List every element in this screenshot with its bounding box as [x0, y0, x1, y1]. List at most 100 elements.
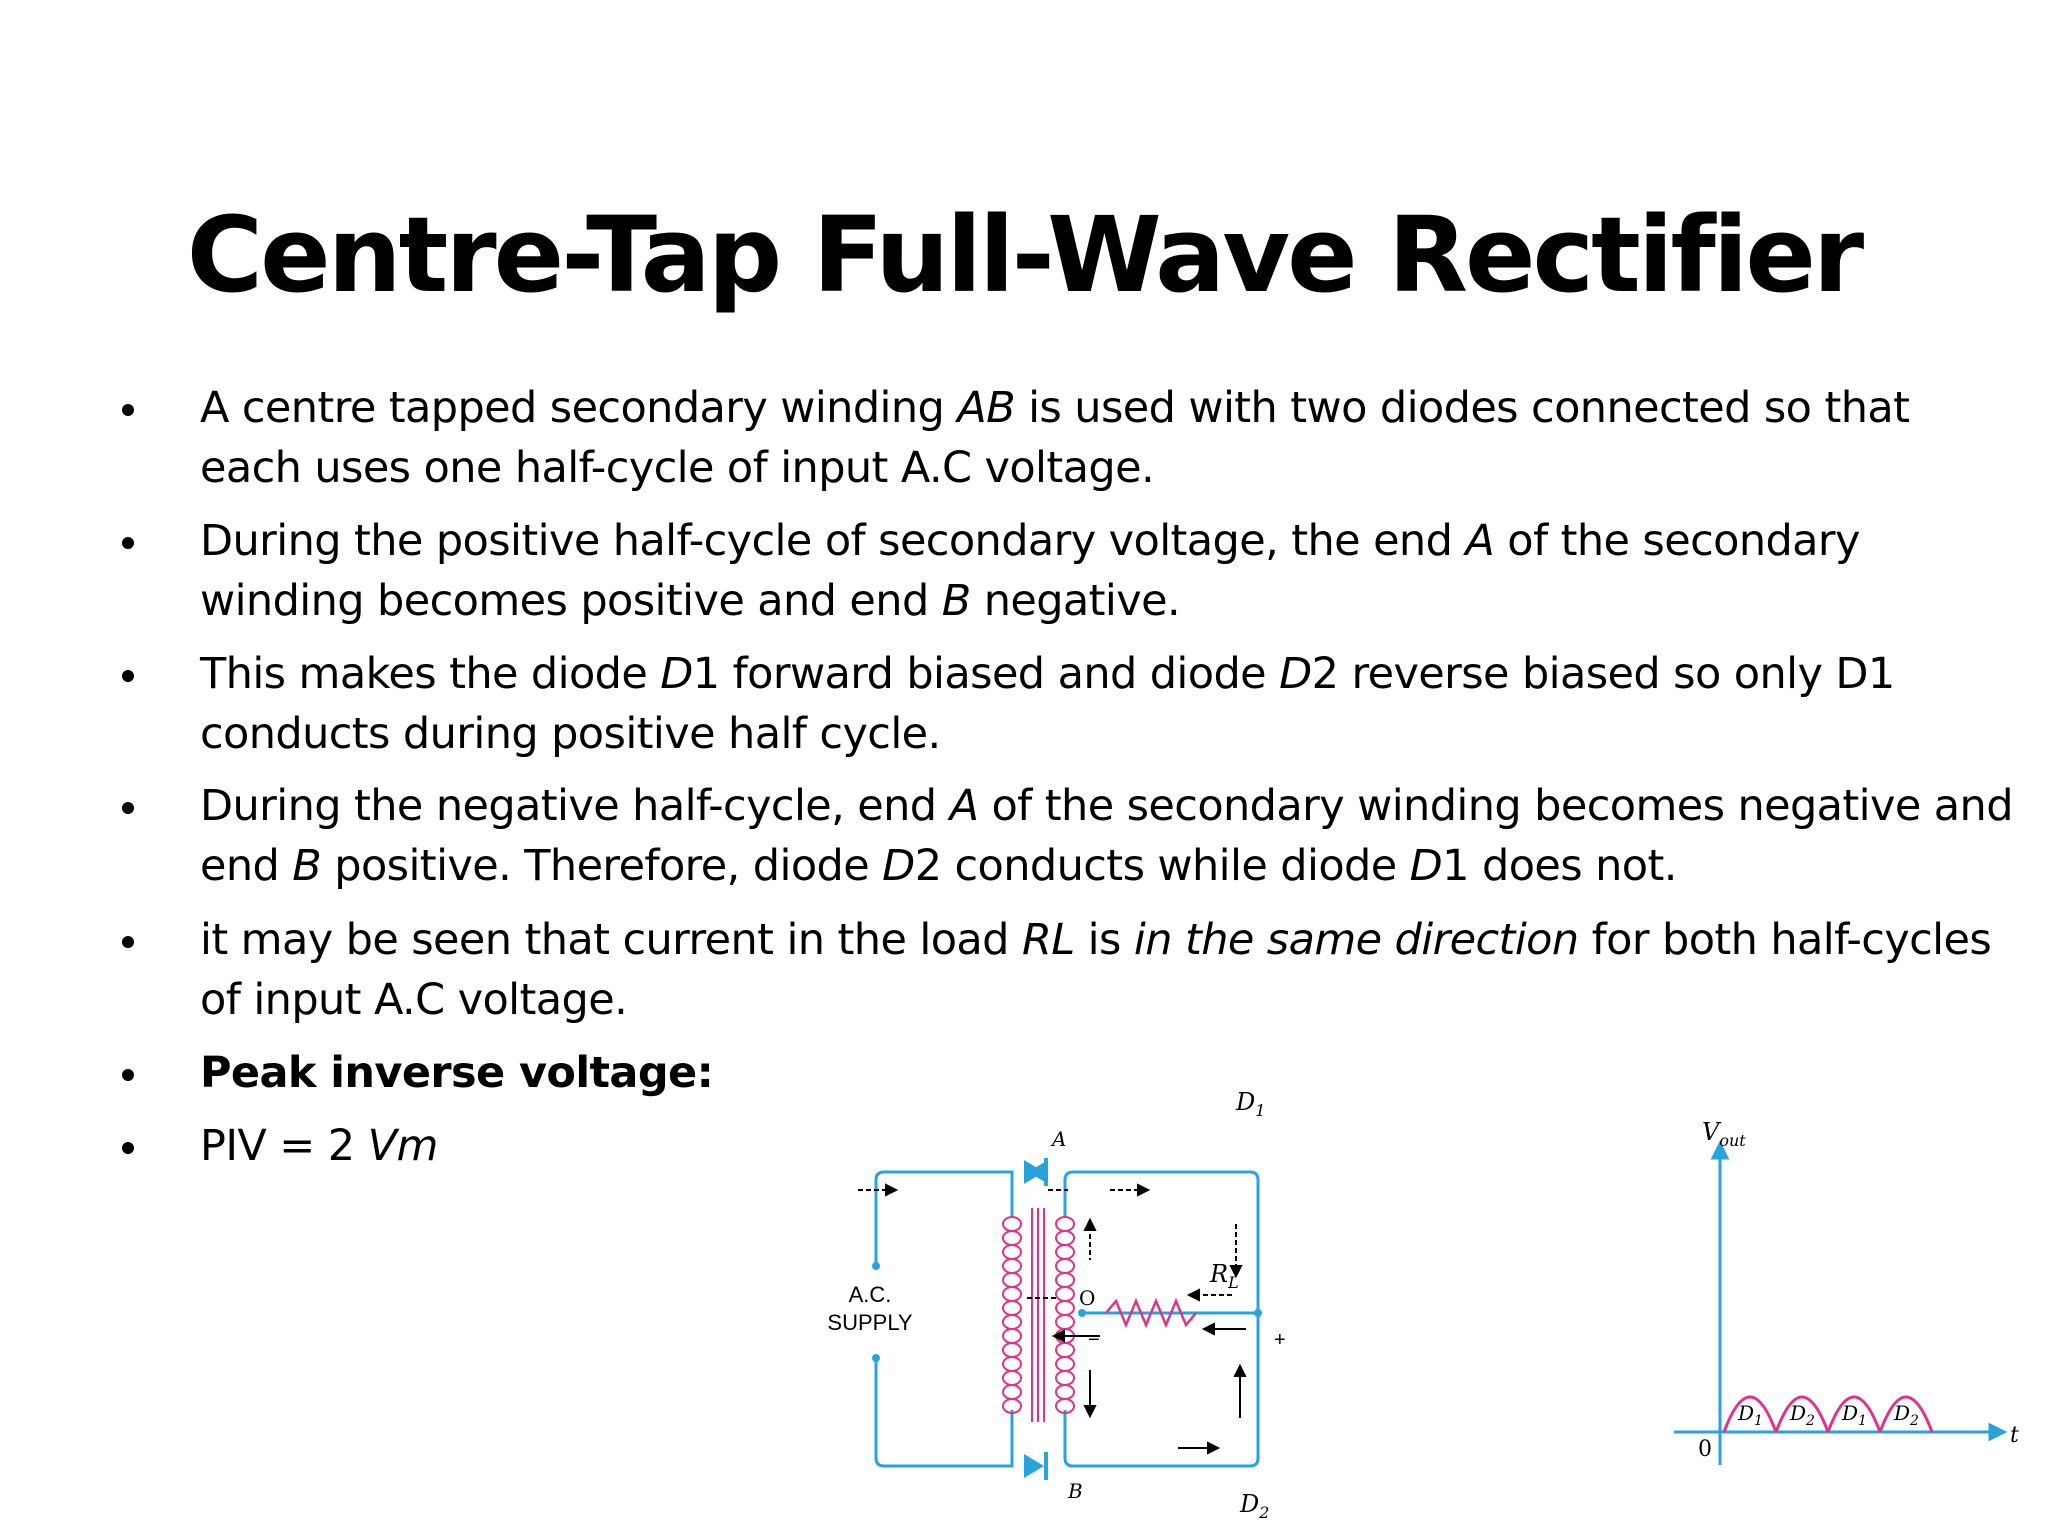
supply-label-line2: SUPPLY: [827, 1310, 913, 1335]
hump-label: D2: [1789, 1401, 1815, 1429]
load-resistor-rl: [1105, 1297, 1197, 1329]
hump-label: D1: [1841, 1401, 1867, 1429]
bullet-dot: [122, 802, 134, 814]
bullet-italic-run: A: [1465, 516, 1495, 566]
supply-terminal-bottom: [872, 1354, 880, 1362]
slide-title: Centre-Tap Full-Wave Rectifier: [186, 193, 1864, 316]
bullet-line-1: This makes the diode D1 forward biased a…: [200, 644, 2020, 704]
bullet-line-1: During the positive half-cycle of second…: [200, 511, 2020, 571]
bullet-italic-run: B: [292, 841, 322, 891]
node-b-label: B: [1067, 1479, 1083, 1503]
diode-d2-symbol: [1024, 1454, 1044, 1478]
bullet-italic-run: D: [1409, 841, 1443, 891]
bullet-text-run: of input A.C voltage.: [200, 975, 628, 1025]
transformer-secondary-winding: [1055, 1216, 1075, 1414]
rectified-humps: [1722, 1395, 1934, 1433]
diode2-letter: D: [1239, 1490, 1259, 1518]
bullet-italic-run: A: [949, 781, 979, 831]
hump-label-letter: D: [1737, 1401, 1754, 1425]
bullet-text-run: A centre tapped secondary winding: [200, 383, 958, 433]
bullet-text-run: is used with two diodes connected so tha…: [1015, 383, 1910, 433]
bullet-italic-run: D: [882, 841, 915, 891]
resistor-subscript: L: [1227, 1273, 1239, 1292]
transformer-primary-winding: [1002, 1216, 1022, 1414]
graph-y-axis-label: Vout: [1702, 1120, 1746, 1150]
hump-label: D2: [1893, 1401, 1919, 1429]
resistor-minus-sign: −: [1088, 1329, 1100, 1351]
bullet-italic-run: RL: [1021, 915, 1075, 965]
bullet-text-run: end: [200, 841, 293, 891]
circuit-wires: [874, 1170, 1260, 1468]
diode1-subscript: 1: [1255, 1101, 1265, 1120]
diode1-label: D1: [1235, 1088, 1265, 1120]
hump-label-letter: D: [1893, 1401, 1910, 1425]
center-tap-label: O: [1079, 1286, 1095, 1310]
bullet-text-run: 2 conducts while diode: [914, 841, 1410, 891]
bullet-text-run: of the secondary: [1494, 516, 1860, 566]
hump-label-subscript: 2: [1805, 1413, 1815, 1429]
node-a-label: A: [1050, 1127, 1066, 1151]
bullet-dot: [122, 537, 134, 549]
bullet-dot: [122, 936, 134, 948]
bullet-text-run: it may be seen that current in the load: [200, 915, 1022, 965]
graph-origin-label: 0: [1698, 1437, 1712, 1462]
bullet-dot: [122, 1142, 134, 1154]
bullet-text-run: During the negative half-cycle, end: [200, 781, 950, 831]
resistor-label: RL: [1209, 1260, 1239, 1292]
hump-label: D1: [1737, 1401, 1763, 1429]
bullet-line-1: it may be seen that current in the load …: [200, 910, 2020, 970]
bullet-text-run: winding becomes positive and end: [200, 576, 942, 626]
current-arrows: [858, 1183, 1247, 1455]
bullet-italic-run: D: [660, 649, 693, 699]
circuit-diagram: A.C. SUPPLY A B O D1 D2 RL − +: [827, 1088, 1286, 1522]
bullet-line-1: A centre tapped secondary winding AB is …: [200, 378, 2020, 438]
diode-d1-symbol: [1024, 1160, 1048, 1184]
graph-x-axis-label: t: [2010, 1423, 2019, 1448]
resistor-plus-sign: +: [1274, 1329, 1286, 1351]
bullet-text-run: PIV = 2: [200, 1121, 368, 1171]
bullet-line-1: During the negative half-cycle, end A of…: [200, 776, 2020, 836]
diode2-subscript: 2: [1258, 1503, 1269, 1522]
bullet-text-run: During the positive half-cycle of second…: [200, 516, 1466, 566]
hump-label-subscript: 1: [1754, 1413, 1763, 1429]
bullet-italic-run: D: [1279, 649, 1312, 699]
bullet-text-run: negative.: [970, 576, 1181, 626]
bullet-line-2: each uses one half-cycle of input A.C vo…: [200, 438, 2020, 498]
diode2-label: D2: [1239, 1490, 1269, 1522]
bullet-text-run: positive. Therefore, diode: [321, 841, 883, 891]
bullet-text-run: for both half-cycles: [1578, 915, 1992, 965]
bullet-line-2: end B positive. Therefore, diode D2 cond…: [200, 836, 2020, 896]
transformer-core: [1031, 1208, 1045, 1422]
hump-label-subscript: 2: [1909, 1413, 1919, 1429]
bullet-text-run: 1 forward biased and diode: [692, 649, 1280, 699]
resistor-letter: R: [1209, 1260, 1228, 1288]
bullet-text-run: is: [1074, 915, 1134, 965]
bullet-italic-run: Vm: [367, 1121, 439, 1171]
bullet-italic-run: B: [941, 576, 972, 626]
graph-y-axis-subscript: out: [1719, 1131, 1746, 1150]
bullet-text-run: 2 reverse biased so only D1: [1311, 649, 1896, 699]
bullet-text-run: of the secondary winding becomes negativ…: [978, 781, 2013, 831]
bullet-text-run: 1 does not.: [1442, 841, 1677, 891]
graph-axes: [1674, 1140, 2008, 1465]
bullet-dot: [122, 670, 134, 682]
diode1-letter: D: [1235, 1088, 1255, 1116]
bullet-text-run: each uses one half-cycle of input A.C vo…: [200, 443, 1155, 493]
bullet-italic-run: in the same direction: [1133, 915, 1579, 965]
bullet-text-run: conducts during positive half cycle.: [200, 709, 941, 759]
junction-dot-right: [1254, 1309, 1262, 1317]
supply-label-line1: A.C.: [849, 1282, 892, 1307]
bullet-text-run: This makes the diode: [200, 649, 661, 699]
bullet-dot: [122, 404, 134, 416]
bullet-dot: [122, 1069, 134, 1081]
bullet-line-2: winding becomes positive and end B negat…: [200, 571, 2020, 631]
hump-label-subscript: 1: [1858, 1413, 1867, 1429]
bullet-line-2: of input A.C voltage.: [200, 970, 2020, 1030]
supply-terminal-top: [872, 1262, 880, 1270]
hump-label-letter: D: [1841, 1401, 1858, 1425]
bullet-italic-run: AB: [957, 383, 1016, 433]
graph-y-axis-letter: V: [1702, 1120, 1722, 1146]
bullet-line-2: conducts during positive half cycle.: [200, 704, 2020, 764]
